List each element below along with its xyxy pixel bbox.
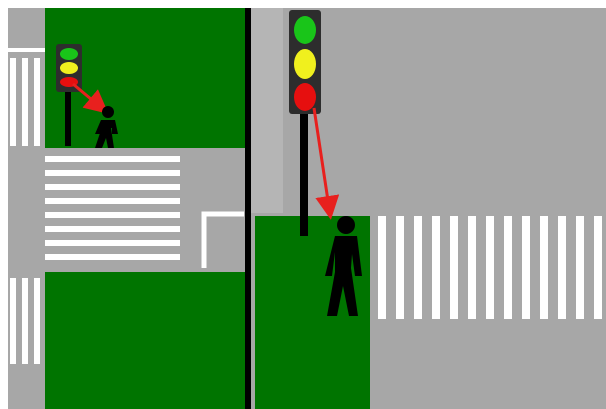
right-green-lamp bbox=[294, 16, 316, 44]
right-panel bbox=[251, 8, 606, 409]
left-vertical-crossing-top bbox=[8, 48, 45, 146]
left-signal-pole bbox=[65, 88, 71, 146]
panel-divider bbox=[245, 8, 251, 409]
left-grass-bottom bbox=[45, 272, 245, 409]
left-vertical-crossing-bottom bbox=[10, 278, 40, 364]
right-signal-pole bbox=[300, 112, 308, 236]
right-yellow-lamp bbox=[294, 49, 316, 79]
left-green-lamp bbox=[60, 48, 78, 60]
left-yellow-lamp bbox=[60, 62, 78, 74]
right-red-lamp bbox=[294, 83, 316, 111]
left-panel bbox=[8, 8, 245, 409]
right-sidewalk-strip bbox=[251, 8, 283, 213]
